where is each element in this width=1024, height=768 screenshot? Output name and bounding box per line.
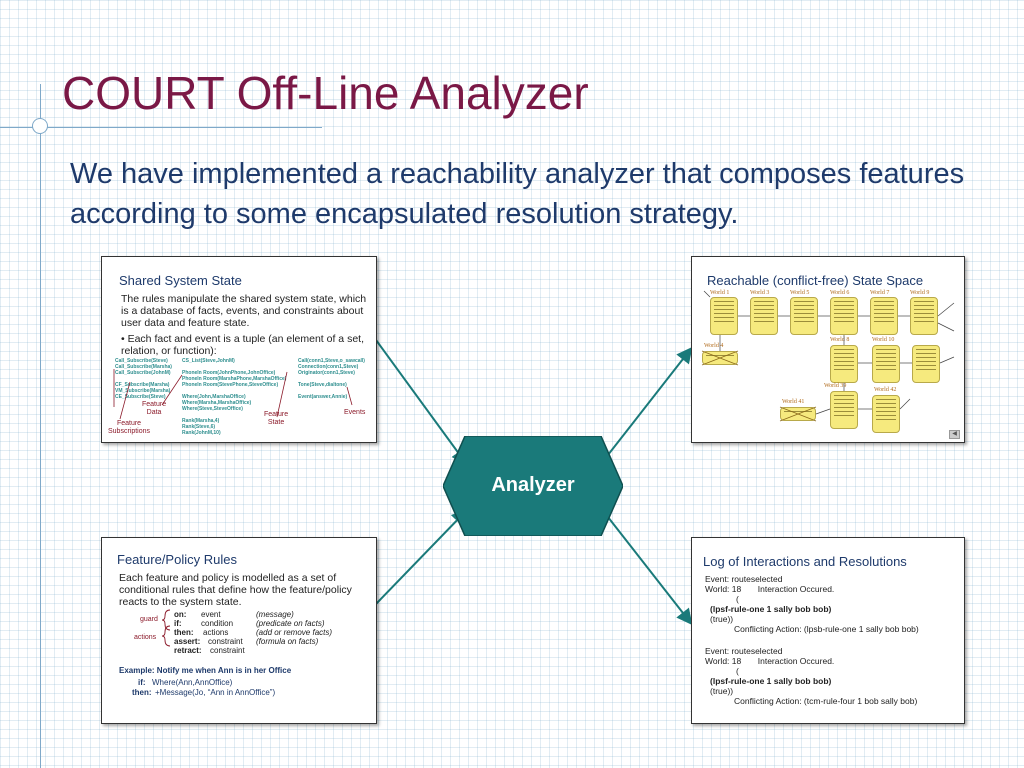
world-box-5 [790, 297, 818, 335]
label-guard: guard [140, 616, 158, 623]
shared-state-brackets [113, 369, 353, 420]
rule-key-then: then: [174, 628, 194, 637]
label-feature-data: Feature Data [142, 401, 167, 416]
log-entry-1-conflict: Conflicting Action: (lpsb-rule-one 1 sal… [734, 624, 919, 634]
state-space-title: Reachable (conflict-free) State Space [707, 273, 924, 288]
rule-key-retract: retract: [174, 646, 202, 655]
world-label-7: World 7 [870, 290, 890, 296]
rule-val-retract: constraint [210, 646, 245, 655]
rule-val-on: event [201, 610, 221, 619]
world-box-9 [910, 297, 938, 335]
rule-note-on: (message) [256, 610, 294, 619]
log-entry-1-world: World: 18 Interaction Occured. [705, 584, 835, 594]
shared-state-title: Shared System State [119, 273, 242, 288]
log-title: Log of Interactions and Resolutions [703, 554, 907, 569]
rule-val-if: condition [201, 619, 234, 628]
log-entry-1-event: Event: routeselected [705, 574, 783, 584]
example-if: Where(Ann,AnnOffice) [152, 678, 233, 687]
collapse-icon: ◀ [949, 430, 960, 439]
world-label-6: World 6 [830, 290, 850, 296]
world-label-39: World 39 [824, 383, 847, 389]
world-box-39 [830, 391, 858, 429]
log-entry-2-rule: (lpsf-rule-one 1 sally bob bob) [710, 676, 832, 686]
rule-note-then: (add or remove facts) [256, 628, 333, 637]
policy-brackets [161, 609, 171, 647]
log-entry-2-paren: ( [736, 666, 739, 676]
world-label-3: World 3 [750, 290, 770, 296]
arrow-rules-to-analyzer [375, 509, 468, 605]
world-box-6 [830, 297, 858, 335]
label-events: Events [344, 409, 366, 416]
log-entry-2-conflict: Conflicting Action: (tcm-rule-four 1 bob… [734, 696, 918, 706]
facts-column-1: Call_Subscribe(Steve) Call_Subscribe(Mar… [115, 358, 172, 400]
log-entry-1-paren: ( [736, 594, 739, 604]
world-box-1 [710, 297, 738, 335]
rule-key-if: if: [174, 619, 182, 628]
log-entry-1-rule: (lpsf-rule-one 1 sally bob bob) [710, 604, 832, 614]
rule-key-assert: assert: [174, 637, 201, 646]
decorative-vertical-line [40, 84, 41, 768]
rule-note-assert: (formula on facts) [256, 637, 319, 646]
world-box-42 [872, 395, 900, 433]
state-space-edges [701, 290, 955, 422]
world-label-9: World 9 [910, 290, 930, 296]
log-entry-2-truth: (true)) [710, 686, 734, 696]
rule-key-on: on: [174, 610, 187, 619]
rule-note-if: (predicate on facts) [256, 619, 325, 628]
world-label-5: World 5 [790, 290, 810, 296]
arrow-analyzer-to-statespace [603, 346, 693, 461]
state-space-panel: Reachable (conflict-free) State Space Wo… [691, 256, 965, 443]
rule-val-then: actions [203, 628, 229, 637]
label-feature-subscriptions: Feature Subscriptions [108, 420, 151, 435]
world-label-8: World 8 [830, 337, 850, 343]
log-panel: Log of Interactions and Resolutions Even… [691, 537, 965, 724]
analyzer-label: Analyzer [491, 474, 575, 496]
slide-subtitle: We have implemented a reachability analy… [70, 158, 965, 230]
example-if-key: if: [138, 678, 146, 687]
world-box-3 [750, 297, 778, 335]
shared-state-para1: The rules manipulate the shared system s… [121, 293, 367, 329]
rule-val-assert: constraint [208, 637, 243, 646]
arrow-analyzer-to-log [603, 511, 693, 626]
facts-column-3: Call(conn1,Steve,o_sawcall) Connection(c… [298, 358, 365, 400]
world-box-8 [830, 345, 858, 383]
world-box-10 [872, 345, 900, 383]
example-then-key: then: [132, 688, 152, 697]
decorative-circle [32, 118, 48, 134]
log-entry-2-world: World: 18 Interaction Occured. [705, 656, 835, 666]
example-then: +Message(Jo, “Ann in AnnOffice”) [155, 688, 276, 697]
arrow-state-to-analyzer [375, 339, 468, 466]
world-label-1: World 1 [710, 290, 730, 296]
example-title: Example: Notify me when Ann is in her Of… [119, 666, 292, 675]
policy-rules-title: Feature/Policy Rules [117, 552, 237, 567]
world-label-41: World 41 [782, 399, 805, 405]
policy-rules-panel: Feature/Policy Rules Each feature and po… [101, 537, 377, 724]
world-label-42: World 42 [874, 387, 897, 393]
world-label-10: World 10 [872, 337, 895, 343]
shared-state-para2: • Each fact and event is a tuple (an ele… [121, 333, 364, 357]
policy-rules-intro: Each feature and policy is modelled as a… [119, 572, 352, 608]
shared-state-panel: Shared System State The rules manipulate… [101, 256, 377, 443]
world-box-7 [870, 297, 898, 335]
decorative-horizontal-line [0, 127, 322, 128]
world-label-4: World 4 [704, 343, 724, 349]
facts-column-2: CS_List(Steve,JohnM) PhoneIn Room(JohnPh… [182, 358, 287, 436]
log-entry-2-event: Event: routeselected [705, 646, 783, 656]
slide-title: COURT Off-Line Analyzer [62, 67, 589, 119]
log-entry-1-truth: (true)) [710, 614, 734, 624]
label-feature-state: Feature State [264, 411, 289, 426]
analyzer-hub: Analyzer [442, 435, 624, 537]
world-box-row2-extra [912, 345, 940, 383]
label-actions: actions [134, 634, 157, 641]
